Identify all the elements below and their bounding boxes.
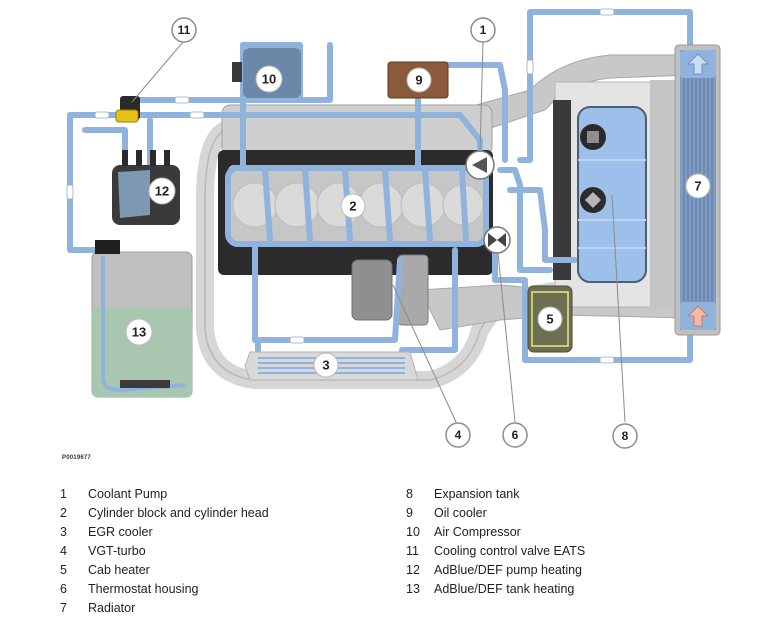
svg-text:9: 9	[415, 73, 422, 88]
legend-number: 1	[60, 486, 67, 501]
flow-arrows	[66, 8, 615, 364]
label-9: 9	[406, 67, 432, 93]
svg-text:13: 13	[132, 325, 146, 340]
legend-item: 12 AdBlue/DEF pump heating	[406, 560, 585, 579]
legend-number: 5	[60, 562, 67, 577]
legend-label: Radiator	[88, 600, 136, 615]
legend-label: Expansion tank	[434, 486, 520, 501]
callout-1: 1	[470, 17, 496, 43]
legend-item: 13 AdBlue/DEF tank heating	[406, 579, 585, 598]
legend-number: 4	[60, 543, 67, 558]
radiator-shroud	[553, 80, 676, 310]
legend-label: Air Compressor	[434, 524, 521, 539]
legend-item: 6 Thermostat housing	[60, 579, 269, 598]
leader-lines	[131, 41, 626, 423]
thermostat-symbol	[483, 226, 511, 254]
legend-item: 3 EGR cooler	[60, 522, 269, 541]
radiator-inlet-arrow-icon	[686, 305, 710, 327]
label-13: 13	[125, 318, 153, 346]
legend-item: 5 Cab heater	[60, 560, 269, 579]
pump-triangle-icon	[472, 157, 487, 173]
legend-label: VGT-turbo	[88, 543, 146, 558]
legend-label: Cooling control valve EATS	[434, 543, 586, 558]
label-5: 5	[537, 306, 563, 332]
legend-label: AdBlue/DEF pump heating	[434, 562, 583, 577]
label-7: 7	[685, 173, 711, 199]
legend-item: 4 VGT-turbo	[60, 541, 269, 560]
cooling-control-valve	[115, 96, 140, 123]
legend-right: 8 Expansion tank 9 Oil cooler 10 Air Compre…	[406, 484, 585, 598]
legend-label: EGR cooler	[88, 524, 153, 539]
svg-text:11: 11	[178, 23, 191, 37]
callout-6: 6	[502, 422, 528, 448]
legend-number: 11	[406, 543, 419, 558]
svg-text:1: 1	[480, 23, 487, 37]
coolant-pump-symbol	[465, 150, 495, 180]
legend-number: 3	[60, 524, 67, 539]
figure-code: P0019677	[62, 455, 91, 461]
cooling-system-diagram: 1 11 4 6 8 2 3 5 7 9 10 12	[66, 8, 721, 449]
svg-text:2: 2	[349, 199, 356, 214]
legend-item: 10 Air Compressor	[406, 522, 585, 541]
legend-label: Oil cooler	[434, 505, 487, 520]
svg-text:7: 7	[694, 179, 701, 194]
svg-text:4: 4	[455, 428, 462, 442]
legend-number: 13	[406, 581, 420, 596]
legend-item: 2 Cylinder block and cylinder head	[60, 503, 269, 522]
legend-item: 9 Oil cooler	[406, 503, 585, 522]
legend-number: 8	[406, 486, 413, 501]
legend-number: 6	[60, 581, 67, 596]
legend-item: 11 Cooling control valve EATS	[406, 541, 585, 560]
label-3: 3	[313, 352, 339, 378]
callout-4: 4	[445, 422, 471, 448]
label-2: 2	[340, 193, 366, 219]
legend-item: 8 Expansion tank	[406, 484, 585, 503]
svg-text:12: 12	[155, 184, 169, 199]
legend-left: 1 Coolant Pump 2 Cylinder block and cylind…	[60, 484, 269, 617]
label-12: 12	[148, 177, 176, 205]
legend-number: 9	[406, 505, 413, 520]
svg-text:10: 10	[262, 72, 276, 87]
legend-number: 2	[60, 505, 67, 520]
svg-text:6: 6	[512, 428, 519, 442]
svg-text:5: 5	[546, 312, 553, 327]
radiator-outlet-arrow-icon	[686, 53, 710, 75]
legend-label: Cylinder block and cylinder head	[88, 505, 269, 520]
callout-8: 8	[612, 423, 638, 449]
legend-number: 7	[60, 600, 67, 615]
svg-text:3: 3	[322, 358, 329, 373]
expansion-tank	[577, 106, 647, 283]
callout-11: 11	[171, 17, 197, 43]
adblue-tank	[91, 240, 193, 398]
legend-item: 1 Coolant Pump	[60, 484, 269, 503]
legend-item: 7 Radiator	[60, 598, 269, 617]
legend-label: Thermostat housing	[88, 581, 199, 596]
legend-number: 12	[406, 562, 420, 577]
svg-text:8: 8	[622, 429, 629, 443]
legend-number: 10	[406, 524, 420, 539]
legend-label: AdBlue/DEF tank heating	[434, 581, 575, 596]
legend-label: Coolant Pump	[88, 486, 168, 501]
label-10: 10	[255, 65, 283, 93]
thermostat-valve-icon	[488, 233, 506, 247]
legend-label: Cab heater	[88, 562, 150, 577]
